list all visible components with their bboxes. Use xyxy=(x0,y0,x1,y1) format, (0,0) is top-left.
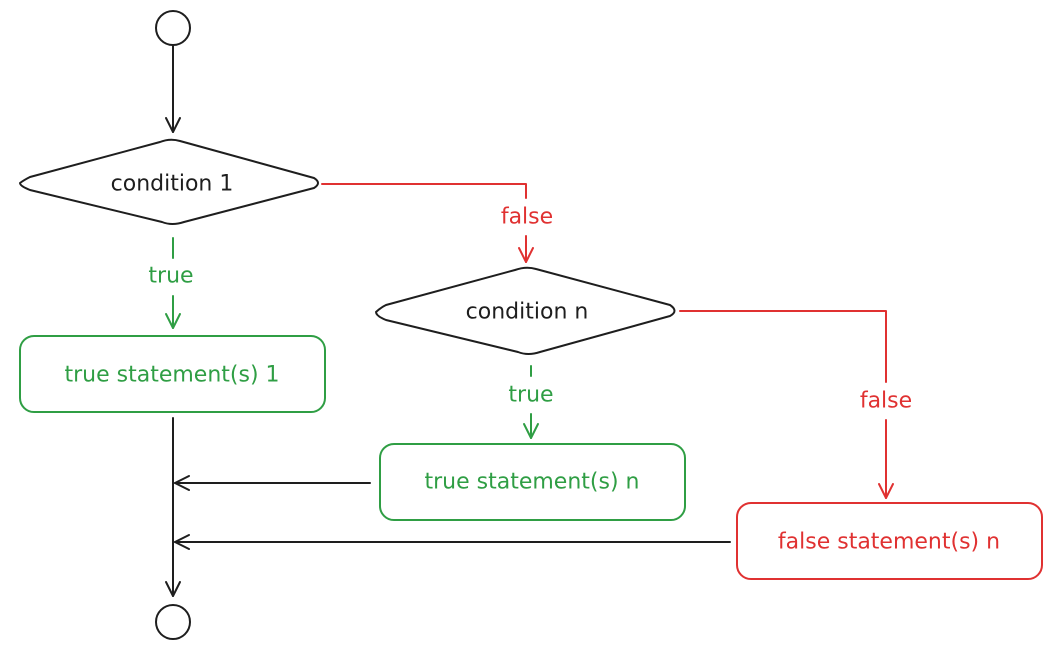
decision-condition-n: condition n xyxy=(375,266,676,355)
end-node xyxy=(155,604,191,640)
process-true-statement-n: true statement(s) n xyxy=(379,443,686,521)
process-false-statement-n: false statement(s) n xyxy=(736,502,1043,580)
process-true-statement-1: true statement(s) 1 xyxy=(19,335,326,413)
edge-condition-n-false xyxy=(679,310,894,499)
condition-1-false-label: false xyxy=(501,205,553,230)
true-statement-n-label: true statement(s) n xyxy=(425,470,640,495)
condition-1-true-label: true xyxy=(148,264,193,289)
edge-false-statement-n-merge xyxy=(174,534,731,550)
true-statement-1-label: true statement(s) 1 xyxy=(64,363,279,388)
edge-condition-n-true xyxy=(523,365,539,439)
edge-true-statement-1-to-end xyxy=(165,417,181,597)
condition-1-label: condition 1 xyxy=(111,172,234,197)
condition-n-true-label: true xyxy=(508,383,553,408)
edge-condition-1-false xyxy=(321,183,534,263)
decision-condition-1: condition 1 xyxy=(19,138,319,225)
condition-n-false-label: false xyxy=(860,389,912,414)
edge-condition-1-true xyxy=(165,237,181,329)
edge-true-statement-n-merge xyxy=(174,475,371,491)
false-statement-n-label: false statement(s) n xyxy=(778,530,1000,555)
start-node xyxy=(155,10,191,46)
condition-n-label: condition n xyxy=(466,300,589,325)
edge-start-to-condition-1 xyxy=(165,45,181,133)
